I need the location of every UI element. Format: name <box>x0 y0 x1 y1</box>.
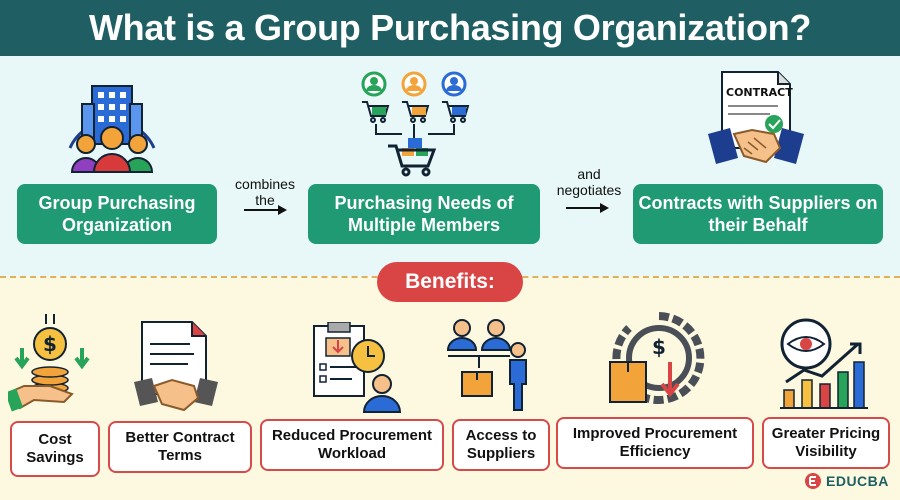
reduced-workload-icon <box>313 322 402 413</box>
pricing-visibility-icon <box>780 318 868 409</box>
page-title: What is a Group Purchasing Organization? <box>0 0 900 56</box>
connector-negotiates: and negotiates <box>556 166 622 198</box>
svg-text:$: $ <box>43 332 57 356</box>
step-group-purchasing-organization: Group Purchasing Organization <box>17 184 217 244</box>
benefit-cost-savings: Cost Savings <box>10 421 100 477</box>
improved-efficiency-icon: $ <box>609 312 705 404</box>
benefit-greater-pricing-visibility: Greater Pricing Visibility <box>762 417 890 469</box>
benefit-better-contract-terms: Better Contract Terms <box>108 421 252 473</box>
brand-logo: EDUCBA <box>804 472 889 490</box>
arrow-right-icon <box>244 205 287 215</box>
members-carts-icon <box>361 71 470 177</box>
step-contracts-with-suppliers: Contracts with Suppliers on their Behalf <box>633 184 883 244</box>
benefits-title: Benefits: <box>377 262 523 302</box>
arrow-right-icon <box>566 203 609 213</box>
brand-name: EDUCBA <box>826 473 889 489</box>
cost-savings-icon: $ <box>8 314 90 412</box>
access-suppliers-icon <box>446 319 527 411</box>
benefit-reduced-workload: Reduced Procurement Workload <box>260 419 444 471</box>
connector-combines: combines the <box>235 176 295 208</box>
benefit-improved-efficiency: Improved Procurement Efficiency <box>556 417 754 469</box>
organization-icon <box>68 85 156 173</box>
brand-mark-icon <box>805 473 821 489</box>
contract-handshake-icon: CONTRACT <box>708 71 804 164</box>
benefit-access-to-suppliers: Access to Suppliers <box>452 419 550 471</box>
step-purchasing-needs: Purchasing Needs of Multiple Members <box>308 184 540 244</box>
contract-label: CONTRACT <box>726 86 793 99</box>
svg-text:$: $ <box>652 335 666 359</box>
contract-terms-icon <box>134 321 218 412</box>
